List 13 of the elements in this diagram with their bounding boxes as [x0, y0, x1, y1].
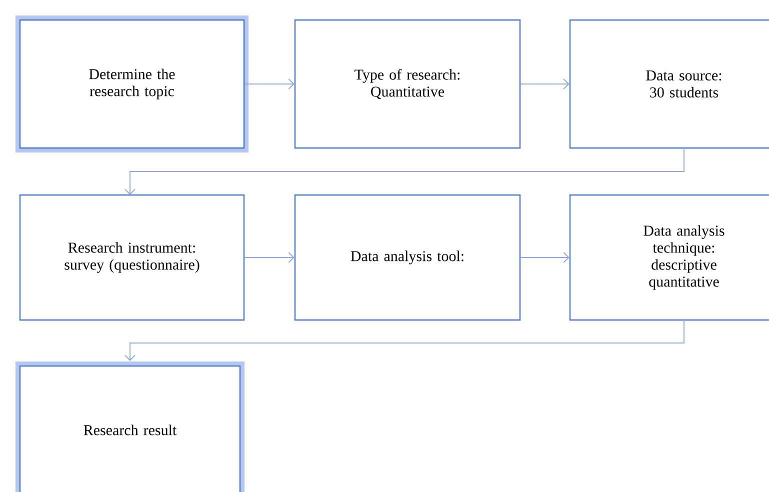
process-box: Research instrument: survey (questionnaire) — [19, 194, 245, 321]
arrow — [124, 319, 684, 361]
process-box: Type of research: Quantitative — [294, 19, 521, 149]
process-box: Data analysis tool: — [294, 194, 521, 321]
process-box: Data analysis technique: descriptive quantitative — [569, 194, 769, 321]
arrow — [244, 252, 294, 263]
arrow — [520, 252, 570, 263]
arrow — [244, 78, 294, 90]
arrow — [124, 148, 684, 195]
process-box: Research result — [16, 361, 244, 492]
process-box: Data source: 30 students — [569, 19, 769, 149]
process-box: Determine the research topic — [16, 15, 248, 152]
arrow — [520, 78, 570, 90]
